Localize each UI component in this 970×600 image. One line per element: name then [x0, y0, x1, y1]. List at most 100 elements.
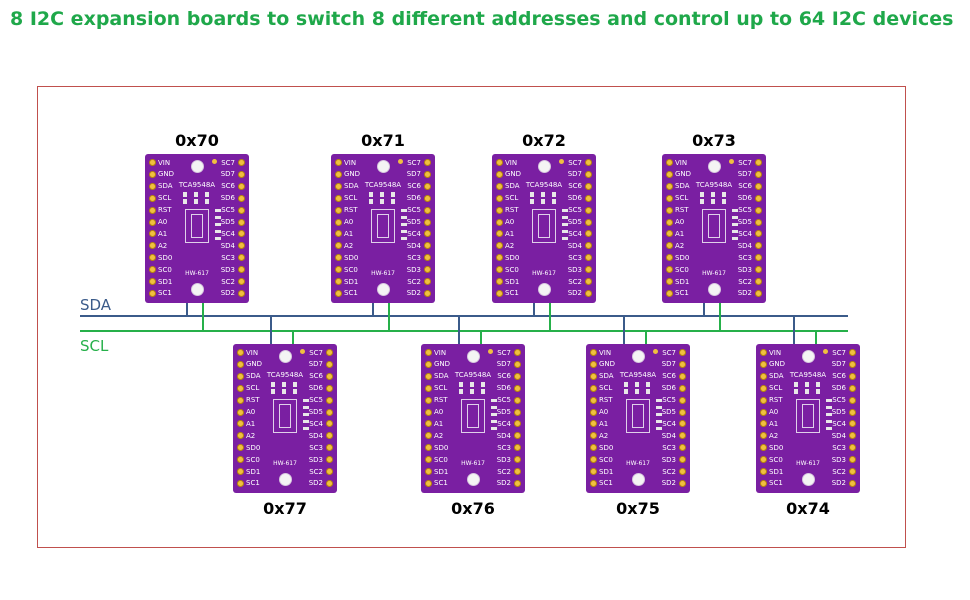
pin-pad	[237, 468, 244, 475]
jumper-pad	[635, 389, 639, 394]
pin-pad	[666, 159, 673, 166]
jumper-pad	[194, 192, 198, 197]
jumper-pad	[282, 382, 286, 387]
resistor-pad	[562, 209, 568, 212]
pin-label: SC7	[407, 158, 421, 167]
pin-pad	[755, 194, 762, 202]
pin-label: SCL	[344, 194, 358, 203]
pin-pad	[590, 432, 597, 440]
pin-pad	[149, 206, 156, 214]
pin-pad	[679, 444, 686, 452]
pin-pad	[326, 444, 333, 452]
chip-name: TCA9548A	[789, 371, 827, 379]
pin-label: SD0	[434, 443, 449, 452]
pin-label: SD7	[308, 360, 323, 369]
pin-label: SD4	[661, 431, 676, 440]
ic-chip	[461, 399, 485, 433]
resistor-pad	[401, 230, 407, 233]
pin-pad	[496, 159, 503, 166]
pin-label: GND	[246, 360, 263, 369]
pin-pad	[760, 349, 767, 356]
pin-pad	[424, 170, 431, 178]
jumper-pad	[470, 382, 474, 387]
jumper-pad	[194, 199, 198, 204]
jumper-pad	[722, 199, 726, 204]
resistor-pad	[491, 427, 497, 430]
jumper-pad	[391, 192, 395, 197]
pin-pad	[849, 432, 856, 440]
pin-label: SD5	[737, 218, 752, 226]
pin-label: SC3	[407, 253, 421, 262]
pin-pad	[149, 266, 156, 274]
pin-pad	[335, 266, 342, 274]
pin-pad	[585, 266, 592, 274]
pin-pad	[666, 254, 673, 262]
pin-pad	[666, 242, 673, 250]
pin-pad	[149, 218, 156, 226]
pin-label: SD7	[737, 170, 752, 179]
pin-pad	[425, 444, 432, 452]
pin-label: SD1	[599, 467, 614, 476]
resistor-pad	[656, 420, 662, 423]
pin-pad	[424, 182, 431, 190]
bus-stubs	[186, 303, 817, 344]
pin-label: SDA	[505, 182, 520, 191]
pin-label: SC6	[662, 372, 676, 381]
pin-label: SC6	[497, 372, 511, 381]
resistor-pad	[562, 230, 568, 233]
pin-pad	[496, 266, 503, 274]
pin-pad	[849, 456, 856, 464]
jumper-pad	[624, 389, 628, 394]
pin-label: SC6	[221, 182, 235, 191]
jumper-pad	[271, 382, 275, 387]
resistor-pad	[656, 399, 662, 402]
ic-chip	[532, 209, 556, 243]
pin-label: RST	[434, 396, 448, 405]
pin-label: SC7	[662, 348, 676, 357]
pin-pad	[849, 396, 856, 404]
pin-pad	[755, 289, 762, 297]
pin-pad	[760, 420, 767, 428]
resistor-pad	[562, 216, 568, 219]
pin-pad	[238, 289, 245, 297]
resistor-pad	[401, 223, 407, 226]
pin-label: VIN	[675, 158, 688, 167]
resistor-pad	[732, 223, 738, 226]
pin-label: SD0	[599, 443, 614, 452]
chip-name: TCA9548A	[695, 181, 733, 189]
pin-label: GND	[434, 360, 451, 369]
pin-label: SC5	[832, 396, 846, 405]
pin-pad	[424, 254, 431, 262]
mounting-hole	[278, 473, 292, 486]
pin-label: SD1	[769, 467, 784, 476]
pin-pad	[849, 408, 856, 416]
jumper-pad	[282, 389, 286, 394]
pin-pad	[237, 456, 244, 464]
pin-pad	[760, 468, 767, 475]
jumper-pad	[646, 382, 650, 387]
pin-label: SD4	[737, 241, 752, 250]
resistor-pad	[401, 237, 407, 240]
pin-label: A1	[769, 419, 779, 428]
pin-pad	[590, 384, 597, 392]
pin-label: SD5	[831, 408, 846, 416]
pin-pad	[755, 218, 762, 226]
chip-name: TCA9548A	[454, 371, 492, 379]
pin-pad	[326, 432, 333, 440]
pin-pad	[424, 278, 431, 285]
pin-pad	[238, 218, 245, 226]
ic-chip	[702, 209, 726, 243]
pin-label: SD6	[406, 194, 421, 203]
pin-label: SD6	[661, 384, 676, 393]
board-model: HW-617	[796, 460, 820, 467]
pin-pad	[496, 170, 503, 178]
pin-pad	[326, 384, 333, 392]
pin-label: GND	[599, 360, 616, 369]
pin-label: SC3	[568, 253, 582, 262]
pin-pad	[760, 384, 767, 392]
pin-label: SD5	[308, 408, 323, 416]
